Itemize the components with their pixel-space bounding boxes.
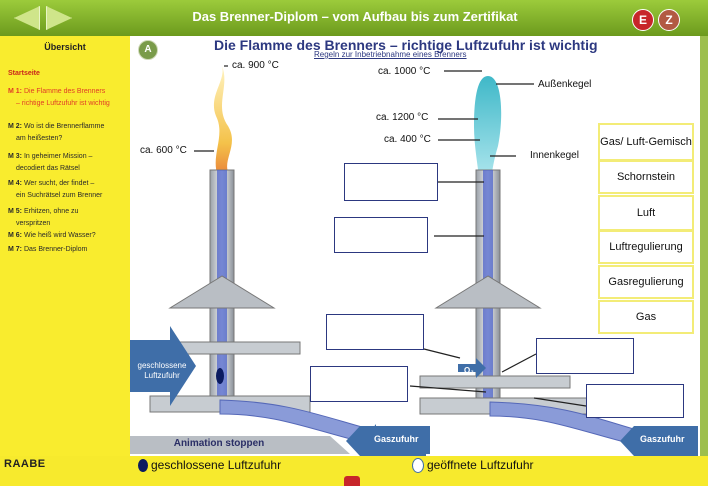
sidebar-item-label-2: decodiert das Rätsel xyxy=(16,165,80,172)
sidebar-item-label-2: am heißesten? xyxy=(16,135,63,142)
sidebar-item-label: Erhitzen, ohne zu xyxy=(23,208,79,215)
sidebar-item-startseite[interactable]: Startseite xyxy=(8,70,40,77)
stop-animation-button[interactable]: Animation stoppen xyxy=(173,438,265,449)
burner-illustration xyxy=(130,65,698,456)
app-title: Das Brenner-Diplom – vom Aufbau bis zum … xyxy=(192,9,518,24)
sidebar-item-m4[interactable]: M 4: Wer sucht, der findet – ein Suchräts… xyxy=(8,178,130,202)
drop-target-4[interactable] xyxy=(536,338,634,374)
sidebar-item-m6[interactable]: M 6: Wie heiß wird Wasser? xyxy=(8,230,130,242)
gas-arrow-left xyxy=(346,426,426,456)
sidebar-item-label-2: – richtige Luftzufuhr ist wichtig xyxy=(16,100,110,107)
filled-oval-icon xyxy=(138,459,148,473)
answer-tile-gas[interactable]: Gas xyxy=(598,300,694,334)
sidebar-item-m2[interactable]: M 2: Wo ist die Brennerflamme am heißeste… xyxy=(8,121,130,145)
home-icon[interactable] xyxy=(344,476,360,486)
answer-tile-gas-air-mix[interactable]: Gas/ Luft-Gemisch xyxy=(598,123,694,161)
title-bar: Das Brenner-Diplom – vom Aufbau bis zum … xyxy=(0,0,708,36)
sidebar-item-label-2: ein Suchrätsel zum Brenner xyxy=(16,192,103,199)
drop-target-3[interactable] xyxy=(326,314,424,350)
sidebar-item-number: M 6: xyxy=(8,232,22,239)
outer-cone-label: Außenkegel xyxy=(538,79,592,90)
sidebar-heading: Übersicht xyxy=(44,42,86,52)
empty-oval-icon xyxy=(412,458,424,474)
sidebar-item-label: Wer sucht, der findet – xyxy=(23,180,95,187)
drop-target-6[interactable] xyxy=(586,384,684,418)
o2-label: O₂ xyxy=(464,366,474,375)
legend-closed-label: geschlossene Luftzufuhr xyxy=(151,458,282,472)
sidebar-item-label: Die Flamme des Brenners xyxy=(23,88,106,95)
drop-target-5[interactable] xyxy=(310,366,408,402)
gas-arrow-right xyxy=(620,426,698,456)
sidebar-item-label: Das Brenner-Diplom xyxy=(23,246,88,253)
sidebar-item-label: Wo ist die Brennerflamme xyxy=(23,123,105,130)
right-burner xyxy=(419,76,651,449)
sidebar-item-number: M 3: xyxy=(8,153,22,160)
closed-air-arrow xyxy=(130,326,196,406)
gas-label-left: Gaszufuhr xyxy=(374,434,419,444)
temp-900-label: ca. 900 °C xyxy=(232,60,279,71)
sidebar: Übersicht Startseite xyxy=(0,36,130,456)
z-button[interactable]: Z xyxy=(658,9,680,31)
o2-arrow xyxy=(458,358,486,378)
temp-400-label: ca. 400 °C xyxy=(384,134,431,145)
temp-600-label: ca. 600 °C xyxy=(140,145,187,156)
sidebar-item-label-2: verspritzen xyxy=(16,220,51,227)
inner-cone-label: Innenkegel xyxy=(530,150,579,161)
a-button[interactable]: A xyxy=(138,40,158,60)
sidebar-item-m3[interactable]: M 3: In geheimer Mission – decodiert das … xyxy=(8,151,130,175)
left-burner xyxy=(130,66,381,454)
back-arrow-button[interactable] xyxy=(14,6,40,30)
forward-arrow-button[interactable] xyxy=(46,6,72,30)
sidebar-item-m1[interactable]: M 1: Die Flamme des Brenners – richtige L… xyxy=(8,86,130,110)
rules-link[interactable]: Regeln zur Inbetriebnahme eines Brenners xyxy=(314,50,467,59)
answer-tile-air-regulation[interactable]: Luftregulierung xyxy=(598,230,694,264)
answer-tile-chimney[interactable]: Schornstein xyxy=(598,160,694,194)
sidebar-item-label: In geheimer Mission – xyxy=(23,153,93,160)
temp-1200-label: ca. 1200 °C xyxy=(376,112,429,123)
page-title: Die Flamme des Brenners – richtige Luftz… xyxy=(214,37,598,53)
answer-tile-gas-regulation[interactable]: Gasregulierung xyxy=(598,265,694,299)
e-button[interactable]: E xyxy=(632,9,654,31)
sidebar-item-number: M 7: xyxy=(8,246,22,253)
raabe-logo: RAABE xyxy=(4,458,46,470)
sidebar-item-number: M 4: xyxy=(8,180,22,187)
legend-open[interactable]: geöffnete Luftzufuhr xyxy=(412,458,534,474)
answer-tile-air[interactable]: Luft xyxy=(598,195,694,231)
legend-open-label: geöffnete Luftzufuhr xyxy=(427,458,534,472)
temp-1000-label: ca. 1000 °C xyxy=(378,66,431,77)
legend-closed[interactable]: geschlossene Luftzufuhr xyxy=(138,458,282,473)
sidebar-item-label: Wie heiß wird Wasser? xyxy=(23,232,96,239)
sidebar-item-number: M 1: xyxy=(8,88,22,95)
sidebar-item-number: M 2: xyxy=(8,123,22,130)
sidebar-item-m5[interactable]: M 5: Erhitzen, ohne zu verspritzen xyxy=(8,206,130,230)
yellow-flame xyxy=(213,66,232,176)
closed-air-label: geschlossene Luftzufuhr xyxy=(137,361,187,380)
drop-target-2[interactable] xyxy=(334,217,428,253)
sidebar-item-number: M 5: xyxy=(8,208,22,215)
sidebar-item-m7[interactable]: M 7: Das Brenner-Diplom xyxy=(8,244,130,256)
blue-flame xyxy=(474,76,502,186)
gas-label-right: Gaszufuhr xyxy=(640,434,685,444)
drop-target-1[interactable] xyxy=(344,163,438,201)
